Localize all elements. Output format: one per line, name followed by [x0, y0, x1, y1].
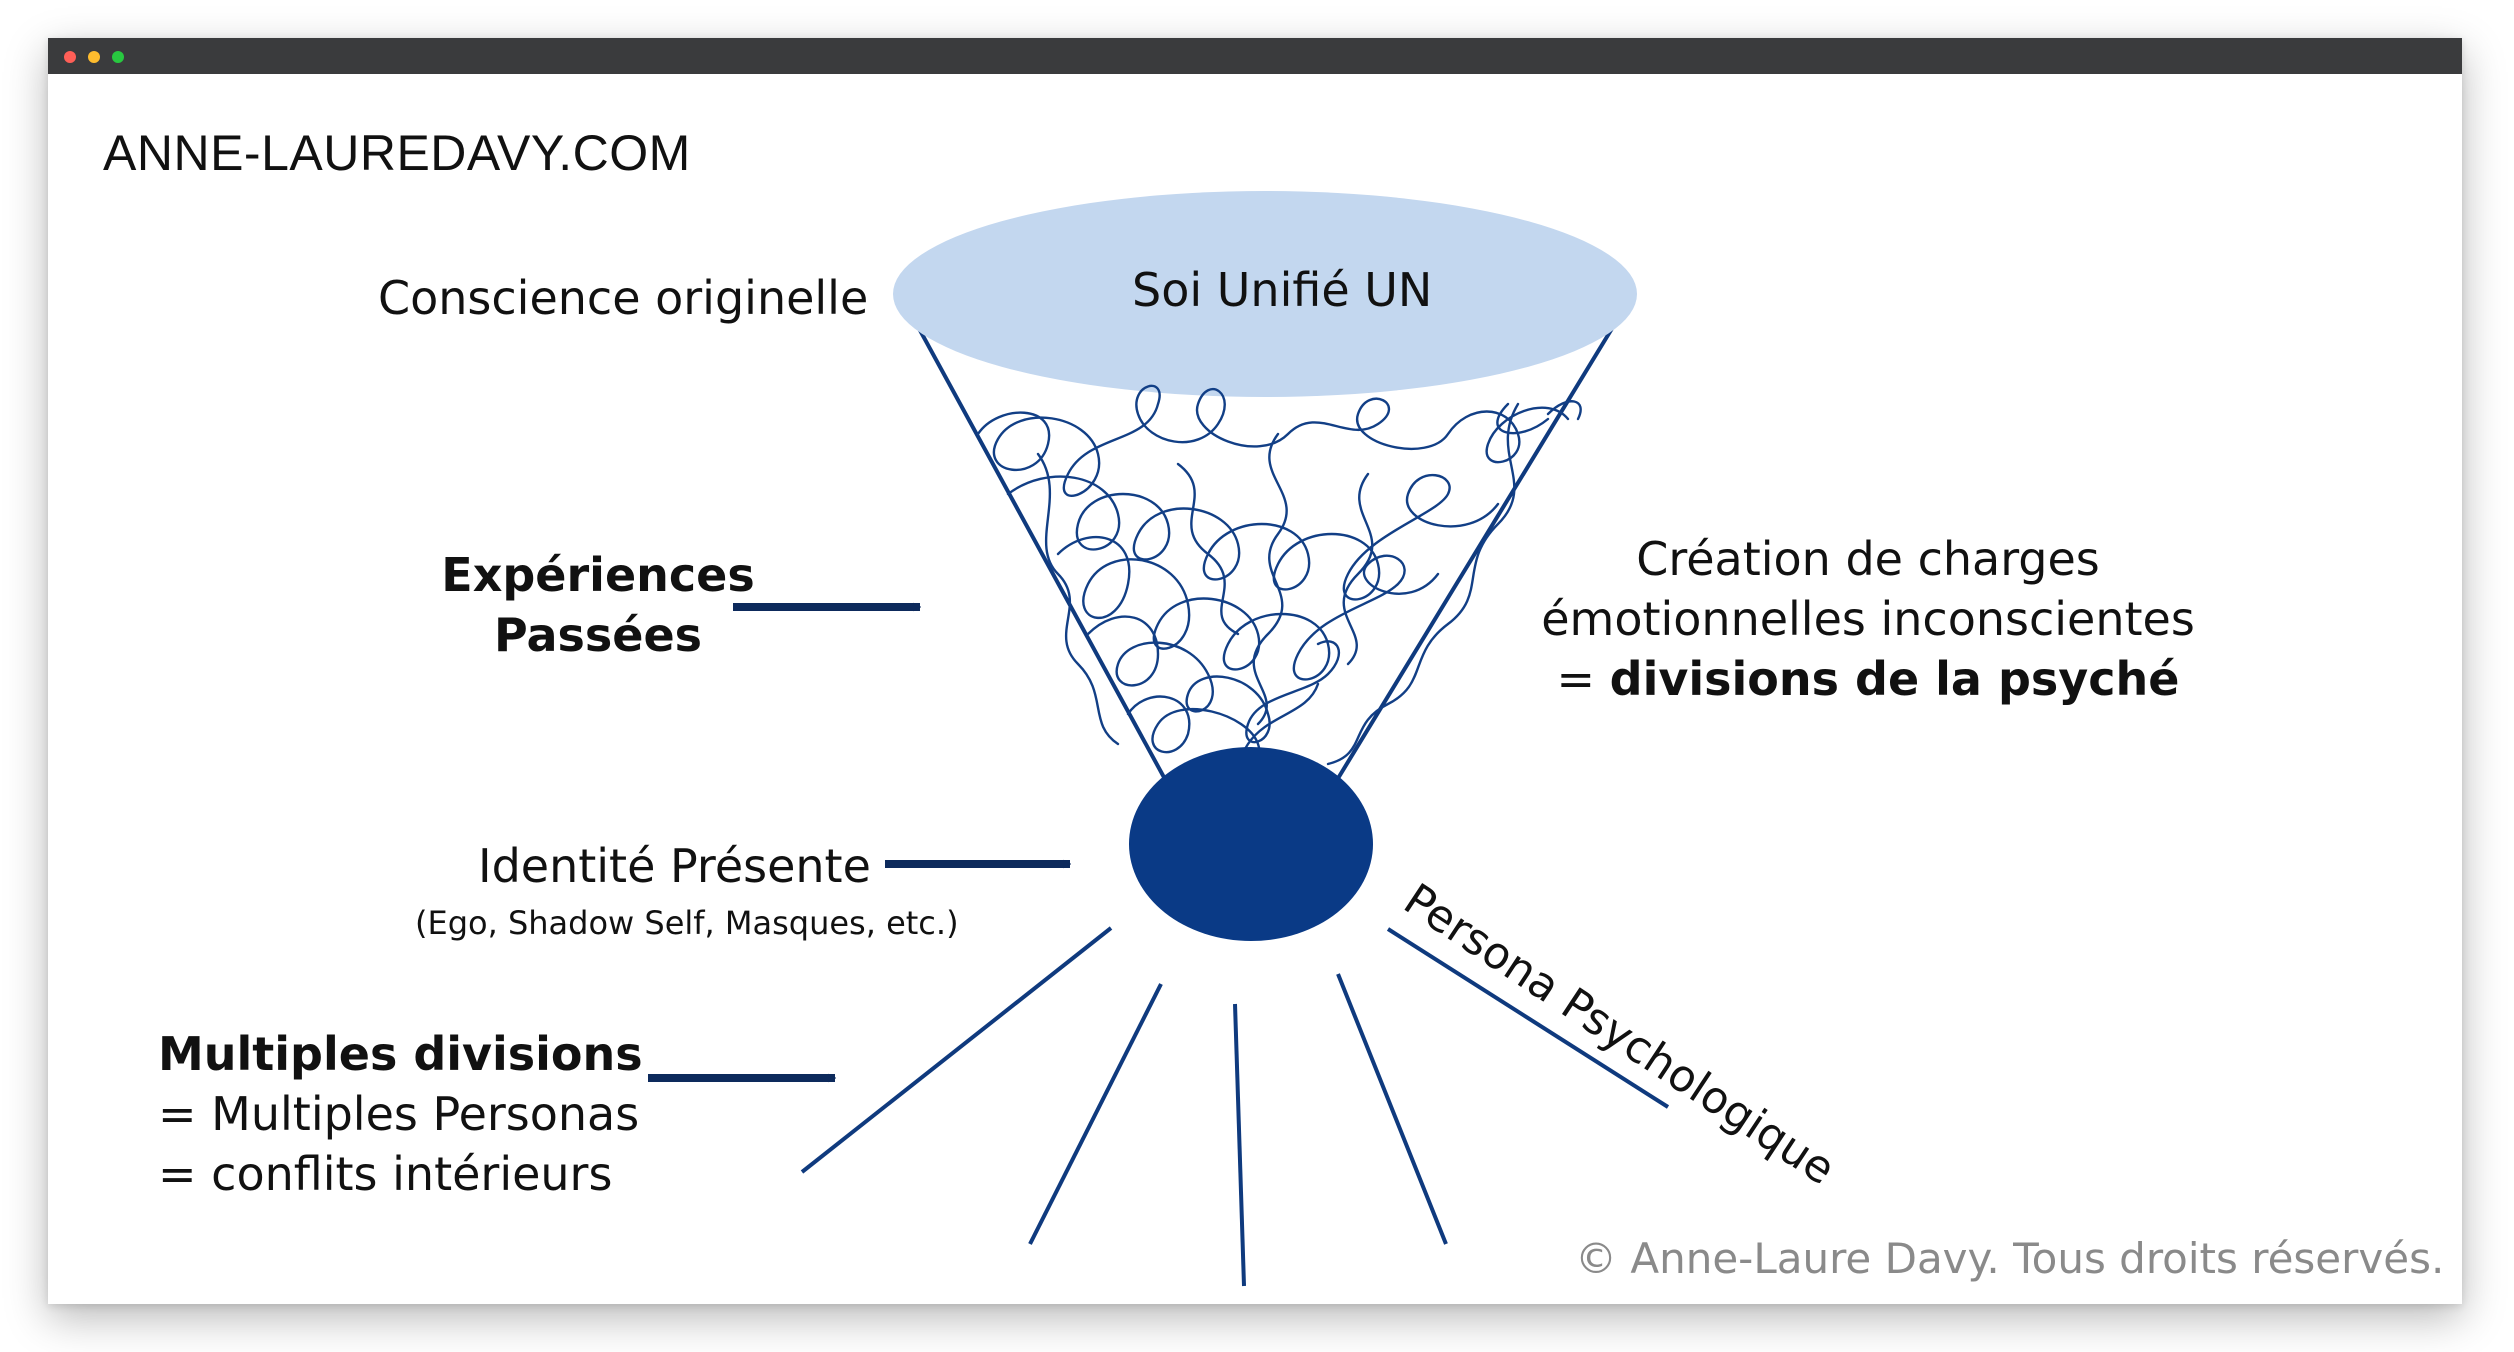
funnel-diagram [648, 191, 1670, 1287]
label-creation-line1: Création de charges [1636, 532, 2100, 586]
persona-ray [1233, 1003, 1246, 1287]
maximize-window-icon[interactable] [112, 51, 124, 63]
browser-window: ANNE-LAUREDAVY.COM Conscience originelle… [48, 38, 2462, 1304]
label-multiples-line3: = conflits intérieurs [158, 1147, 613, 1201]
label-multiples-divisions: Multiples divisions = Multiples Personas… [158, 1024, 643, 1204]
label-creation-bold: divisions de la psyché [1609, 652, 2180, 706]
label-creation-prefix: = [1556, 652, 1610, 706]
label-creation-line2: émotionnelles inconscientes [1541, 592, 2195, 646]
label-multiples-line1: Multiples divisions [158, 1027, 643, 1081]
window-titlebar [48, 38, 2462, 74]
persona-ray [800, 926, 1113, 1174]
label-experiences-passees: Expériences Passées [388, 545, 808, 665]
emotional-charges-scribble [976, 384, 1582, 768]
label-identite-sub: (Ego, Shadow Self, Masques, etc.) [415, 904, 959, 942]
close-window-icon[interactable] [64, 51, 76, 63]
diagram-canvas: ANNE-LAUREDAVY.COM Conscience originelle… [48, 74, 2462, 1304]
funnel-right-edge [1321, 292, 1635, 805]
copyright-notice: © Anne-Laure Davy. Tous droits réservés. [1575, 1234, 2445, 1283]
persona-ray [1028, 983, 1163, 1245]
label-experiences-line2: Passées [493, 608, 703, 662]
label-creation-charges: Création de charges émotionnelles incons… [1488, 529, 2248, 709]
persona-ray [1386, 927, 1670, 1109]
label-creation-line3: = divisions de la psyché [1488, 649, 2248, 709]
label-soi-unifie: Soi Unifié UN [1132, 263, 1433, 317]
minimize-window-icon[interactable] [88, 51, 100, 63]
label-conscience-originelle: Conscience originelle [378, 271, 869, 325]
site-brand: ANNE-LAUREDAVY.COM [103, 125, 691, 181]
label-experiences-line1: Expériences [441, 548, 755, 602]
label-multiples-line2: = Multiples Personas [158, 1087, 640, 1141]
funnel-left-edge [896, 289, 1180, 804]
unified-self-ellipse [893, 191, 1637, 397]
label-identite-presente: Identité Présente [478, 839, 871, 893]
present-identity-circle [1129, 747, 1373, 941]
persona-ray [1336, 973, 1448, 1245]
